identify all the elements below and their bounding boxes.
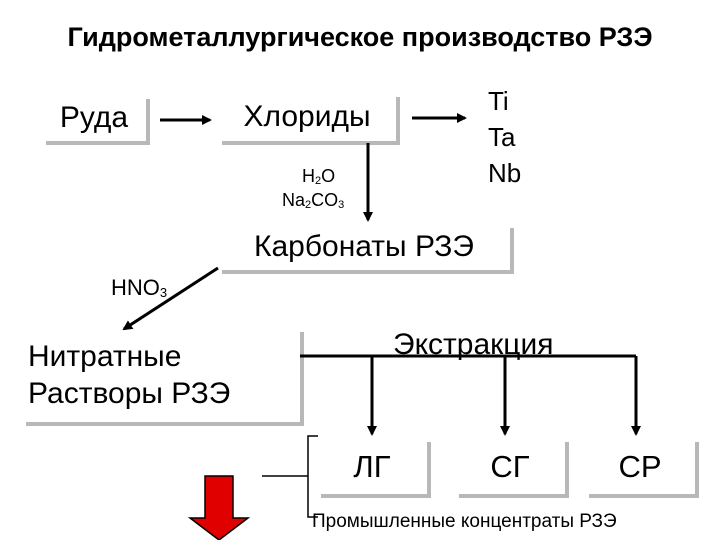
nitrate-line-2: Растворы РЗЭ: [28, 377, 231, 410]
chlorides-box: Хлориды: [218, 93, 396, 141]
nitrate-line-1: Нитратные: [28, 339, 182, 373]
metal-ta: Ta: [488, 122, 516, 152]
metal-nb: Nb: [488, 158, 522, 188]
chlorides-label: Хлориды: [243, 100, 371, 133]
arrow-carbonates-to-nitrates: [122, 266, 219, 331]
ore-label: Руда: [59, 101, 129, 134]
reagent-water: H2O: [302, 166, 336, 187]
concentrates-label: Промышленные концентраты РЗЭ: [312, 511, 617, 532]
output-arrow: [187, 475, 251, 540]
bracket-left: [307, 435, 318, 518]
page-title: Гидрометаллургическое производство РЗЭ: [67, 22, 653, 52]
sg-box: СГ: [455, 438, 565, 494]
nitrate-solutions-label: Нитратные Растворы РЗЭ: [28, 338, 230, 413]
carbonates-label: Карбонаты РЗЭ: [254, 230, 474, 263]
carbonates-box: Карбонаты РЗЭ: [218, 224, 510, 270]
nitric-acid-label: HNO3: [111, 275, 168, 300]
nitrate-solutions-box: Нитратные Растворы РЗЭ: [22, 328, 300, 422]
sg-label: СГ: [490, 448, 530, 484]
reagent-soda: Na2CO3: [282, 190, 345, 211]
sr-box: СР: [585, 438, 695, 494]
sr-label: СР: [618, 448, 662, 484]
lg-box: ЛГ: [317, 438, 427, 494]
ore-box: Руда: [42, 95, 146, 141]
lg-label: ЛГ: [353, 448, 391, 484]
metals-list: Ti Ta Nb: [488, 83, 521, 191]
metal-ti: Ti: [488, 86, 509, 116]
